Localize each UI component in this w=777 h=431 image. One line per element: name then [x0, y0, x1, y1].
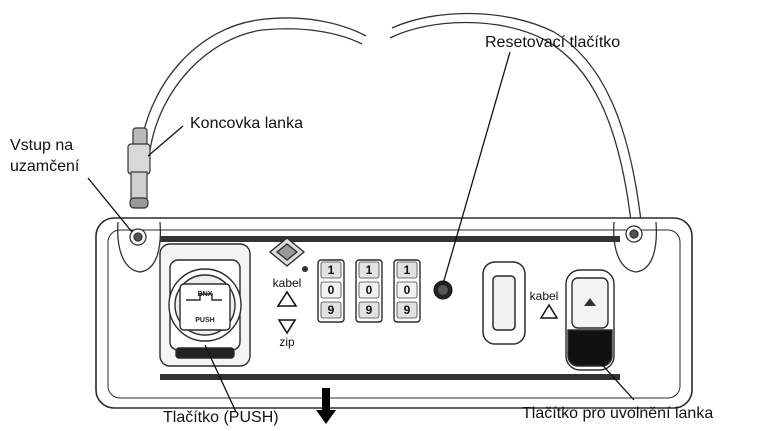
right-screw-hole — [613, 221, 658, 273]
diamond-logo-icon — [268, 237, 306, 267]
release-button — [565, 269, 615, 371]
combination-dial[interactable]: 1 0 9 — [355, 259, 383, 323]
push-plate-text-bottom: PUSH — [195, 317, 214, 324]
dial-digit: 9 — [366, 303, 373, 317]
label-lock-input-line2: uzamčení — [10, 158, 80, 175]
label-reset-button: Resetovací tlačítko — [485, 34, 620, 51]
dial-digit: 0 — [366, 283, 373, 297]
dial-digit: 1 — [404, 263, 411, 277]
dial-digit: 0 — [328, 283, 335, 297]
label-push-button: Tlačítko (PUSH) — [163, 409, 279, 426]
label-release-button: Tlačítko pro uvolnění lanka — [522, 405, 713, 422]
dial-digit: 9 — [328, 303, 335, 317]
reset-button — [433, 280, 453, 300]
triangle-up-icon — [276, 290, 298, 307]
dial-digit: 0 — [404, 283, 411, 297]
cable-slot — [482, 261, 526, 345]
release-marker-triangle-icon — [539, 303, 559, 319]
small-dot — [302, 266, 308, 272]
dial-digit: 1 — [366, 263, 373, 277]
label-mode-zip: zip — [279, 335, 295, 349]
dial-digit: 1 — [328, 263, 335, 277]
combination-dials: 1 0 9 1 0 9 1 0 9 — [317, 259, 421, 323]
leader-lines — [87, 51, 635, 413]
arrow-down-icon — [316, 388, 336, 424]
push-plate-text-top: BNX — [198, 291, 213, 298]
cable-end-plug — [127, 127, 151, 209]
cable — [139, 12, 643, 231]
push-button-housing — [159, 243, 251, 367]
triangle-down-icon — [277, 319, 297, 335]
label-lock-input-line1: Vstup na — [10, 137, 73, 154]
combination-dial[interactable]: 1 0 9 — [317, 259, 345, 323]
label-release-marker: kabel — [530, 289, 559, 303]
left-lock-hole — [117, 221, 162, 273]
label-cable-end: Koncovka lanka — [190, 115, 303, 132]
label-mode-cable: kabel — [273, 276, 302, 290]
dial-digit: 9 — [404, 303, 411, 317]
combination-dial[interactable]: 1 0 9 — [393, 259, 421, 323]
